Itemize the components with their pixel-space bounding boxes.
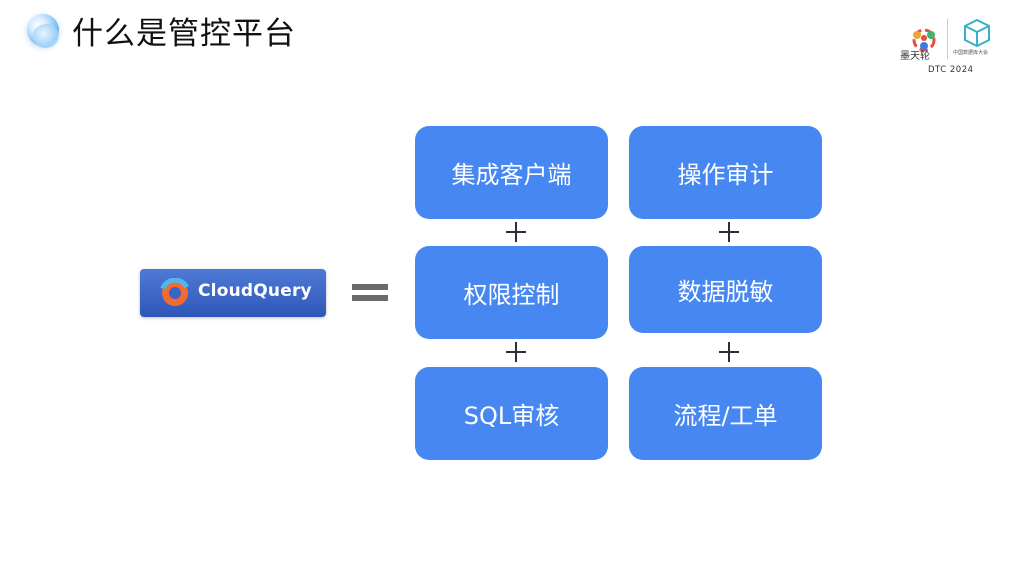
component-box: 操作审计 — [629, 126, 822, 219]
component-box: 权限控制 — [415, 246, 608, 339]
page-title: 什么是管控平台 — [72, 16, 296, 52]
motianlun-label: 墨天轮 — [900, 51, 930, 62]
component-box: SQL审核 — [415, 367, 608, 460]
cloudquery-badge: CloudQuery — [140, 269, 326, 317]
product-name: CloudQuery — [198, 281, 312, 301]
motianlun-logo-icon — [912, 28, 936, 52]
plus-icon — [506, 342, 526, 362]
component-box: 数据脱敏 — [629, 246, 822, 333]
dtc-cube-icon — [964, 18, 990, 48]
plus-icon — [719, 222, 739, 242]
plus-icon — [506, 222, 526, 242]
plus-icon — [719, 342, 739, 362]
equals-sign — [352, 284, 388, 304]
component-box: 集成客户端 — [415, 126, 608, 219]
dtc-label: 中国数据库大会 — [953, 50, 989, 56]
event-name: DTC 2024 — [928, 65, 974, 75]
logo-divider — [947, 19, 948, 59]
title-orb-icon — [27, 14, 59, 48]
component-box: 流程/工单 — [629, 367, 822, 460]
cloudquery-logo-icon — [160, 278, 190, 308]
event-logos: 墨天轮 中国数据库大会 DTC 2024 — [895, 15, 1005, 77]
